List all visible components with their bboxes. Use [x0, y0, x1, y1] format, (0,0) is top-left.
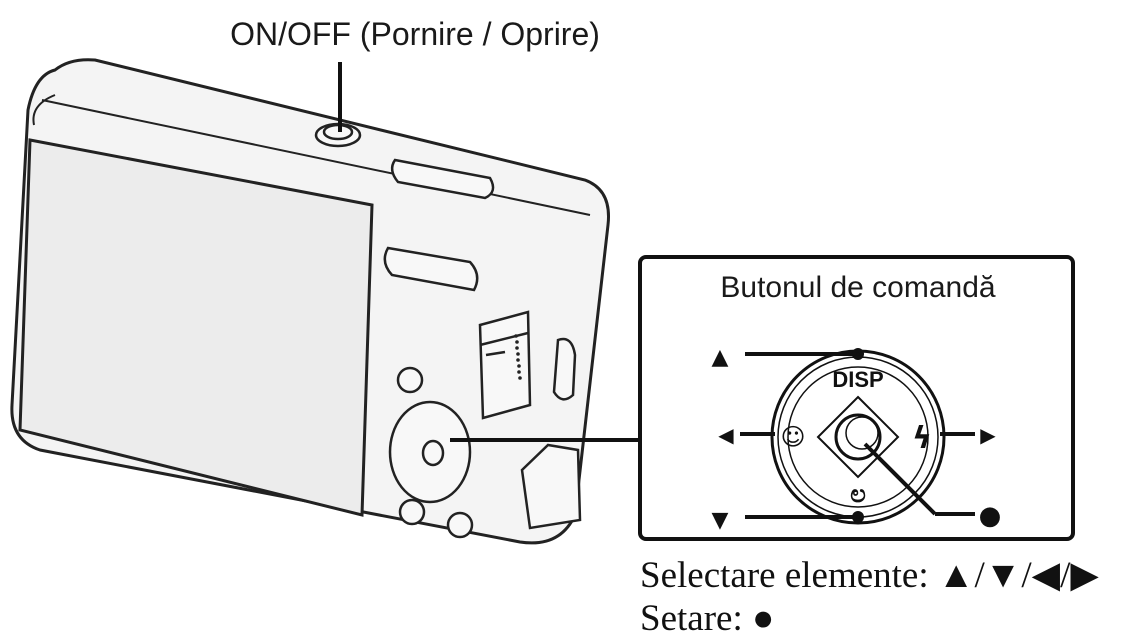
control-button-title: Butonul de comandă [720, 271, 996, 304]
set-caption: Setare: ● [640, 598, 775, 639]
playback-button-shape [383, 246, 479, 292]
zoom-lever-shape [478, 310, 532, 420]
control-wheel-shape [388, 400, 472, 504]
side-strap-shape [552, 337, 577, 401]
side-cover-shape [520, 443, 582, 530]
disp-label: DISP [832, 367, 883, 392]
up-arrow-icon: ▲ [712, 345, 729, 370]
small-buttons [396, 366, 474, 539]
shutter-button-shape [390, 158, 495, 200]
face-icon: ☺ [780, 423, 805, 451]
down-arrow-icon: ▼ [712, 508, 729, 533]
self-timer-icon: ಲ [850, 480, 866, 508]
right-arrow-icon: ▶ [980, 423, 996, 447]
power-button-label: ON/OFF (Pornire / Oprire) [230, 16, 600, 52]
left-arrow-icon: ◀ [718, 423, 734, 447]
center-dot-icon: ● [979, 501, 1002, 531]
flash-icon: ϟ [912, 421, 932, 456]
direction-pointer-lines [740, 348, 975, 523]
select-caption: Selectare elemente: ▲/▼/◀/▶ [640, 555, 1099, 596]
camera-screen [18, 138, 374, 517]
